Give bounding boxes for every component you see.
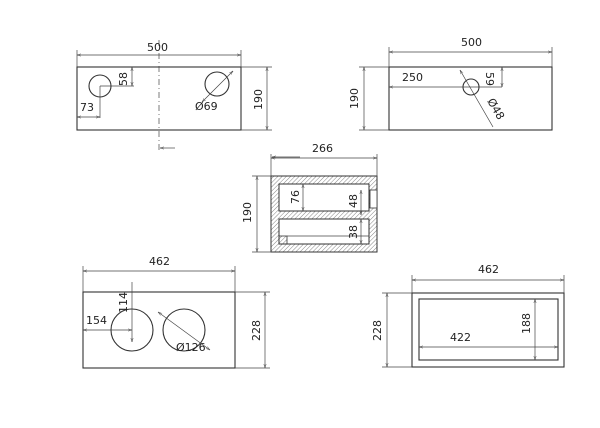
dim-lower-label: 38 — [347, 225, 360, 239]
dim-inner-width-label: 422 — [450, 331, 471, 344]
dim-width-label: 462 — [478, 263, 499, 276]
dim-inner-height-label: 188 — [520, 313, 533, 334]
dim-height-label: 190 — [252, 89, 265, 110]
dim-hole-x-label: 73 — [80, 101, 94, 114]
dim-width-label: 500 — [147, 41, 168, 54]
dim-width-label: 500 — [461, 36, 482, 49]
bracket — [278, 235, 288, 245]
dim-height-label: 228 — [250, 320, 263, 341]
view-bottom-right: 462 228 188 422 — [371, 263, 565, 368]
dim-notch-label: 48 — [347, 194, 360, 208]
dim-height-label: 190 — [348, 88, 361, 109]
dim-height-label: 228 — [371, 320, 384, 341]
dim-width-label: 266 — [312, 142, 333, 155]
panel-outline — [388, 66, 553, 131]
dim-diameter-label: Ø126 — [176, 341, 206, 354]
view-bottom-left: 462 228 114 154 Ø126 — [82, 255, 270, 369]
dim-hole-x-label: 250 — [402, 71, 423, 84]
dim-upper-label: 76 — [289, 190, 302, 204]
notch — [369, 189, 378, 209]
dim-hole-x-label: 154 — [86, 314, 107, 327]
dim-diameter-label: Ø69 — [195, 100, 218, 113]
dim-width-label: 462 — [149, 255, 170, 268]
dim-height-label: 190 — [241, 202, 254, 223]
panel-outline — [411, 292, 565, 368]
hole-right — [204, 71, 230, 97]
dim-hole-y-label: 114 — [117, 292, 130, 313]
dim-hole-y-label: 58 — [117, 72, 130, 86]
view-top-right: 500 190 250 59 Ø48 — [348, 36, 553, 131]
inner-recess — [418, 298, 559, 361]
view-top-left: 500 190 58 73 Ø69 — [76, 40, 300, 157]
dim-hole-y-label: 59 — [483, 72, 496, 86]
view-section: 266 190 76 48 38 — [241, 142, 378, 253]
